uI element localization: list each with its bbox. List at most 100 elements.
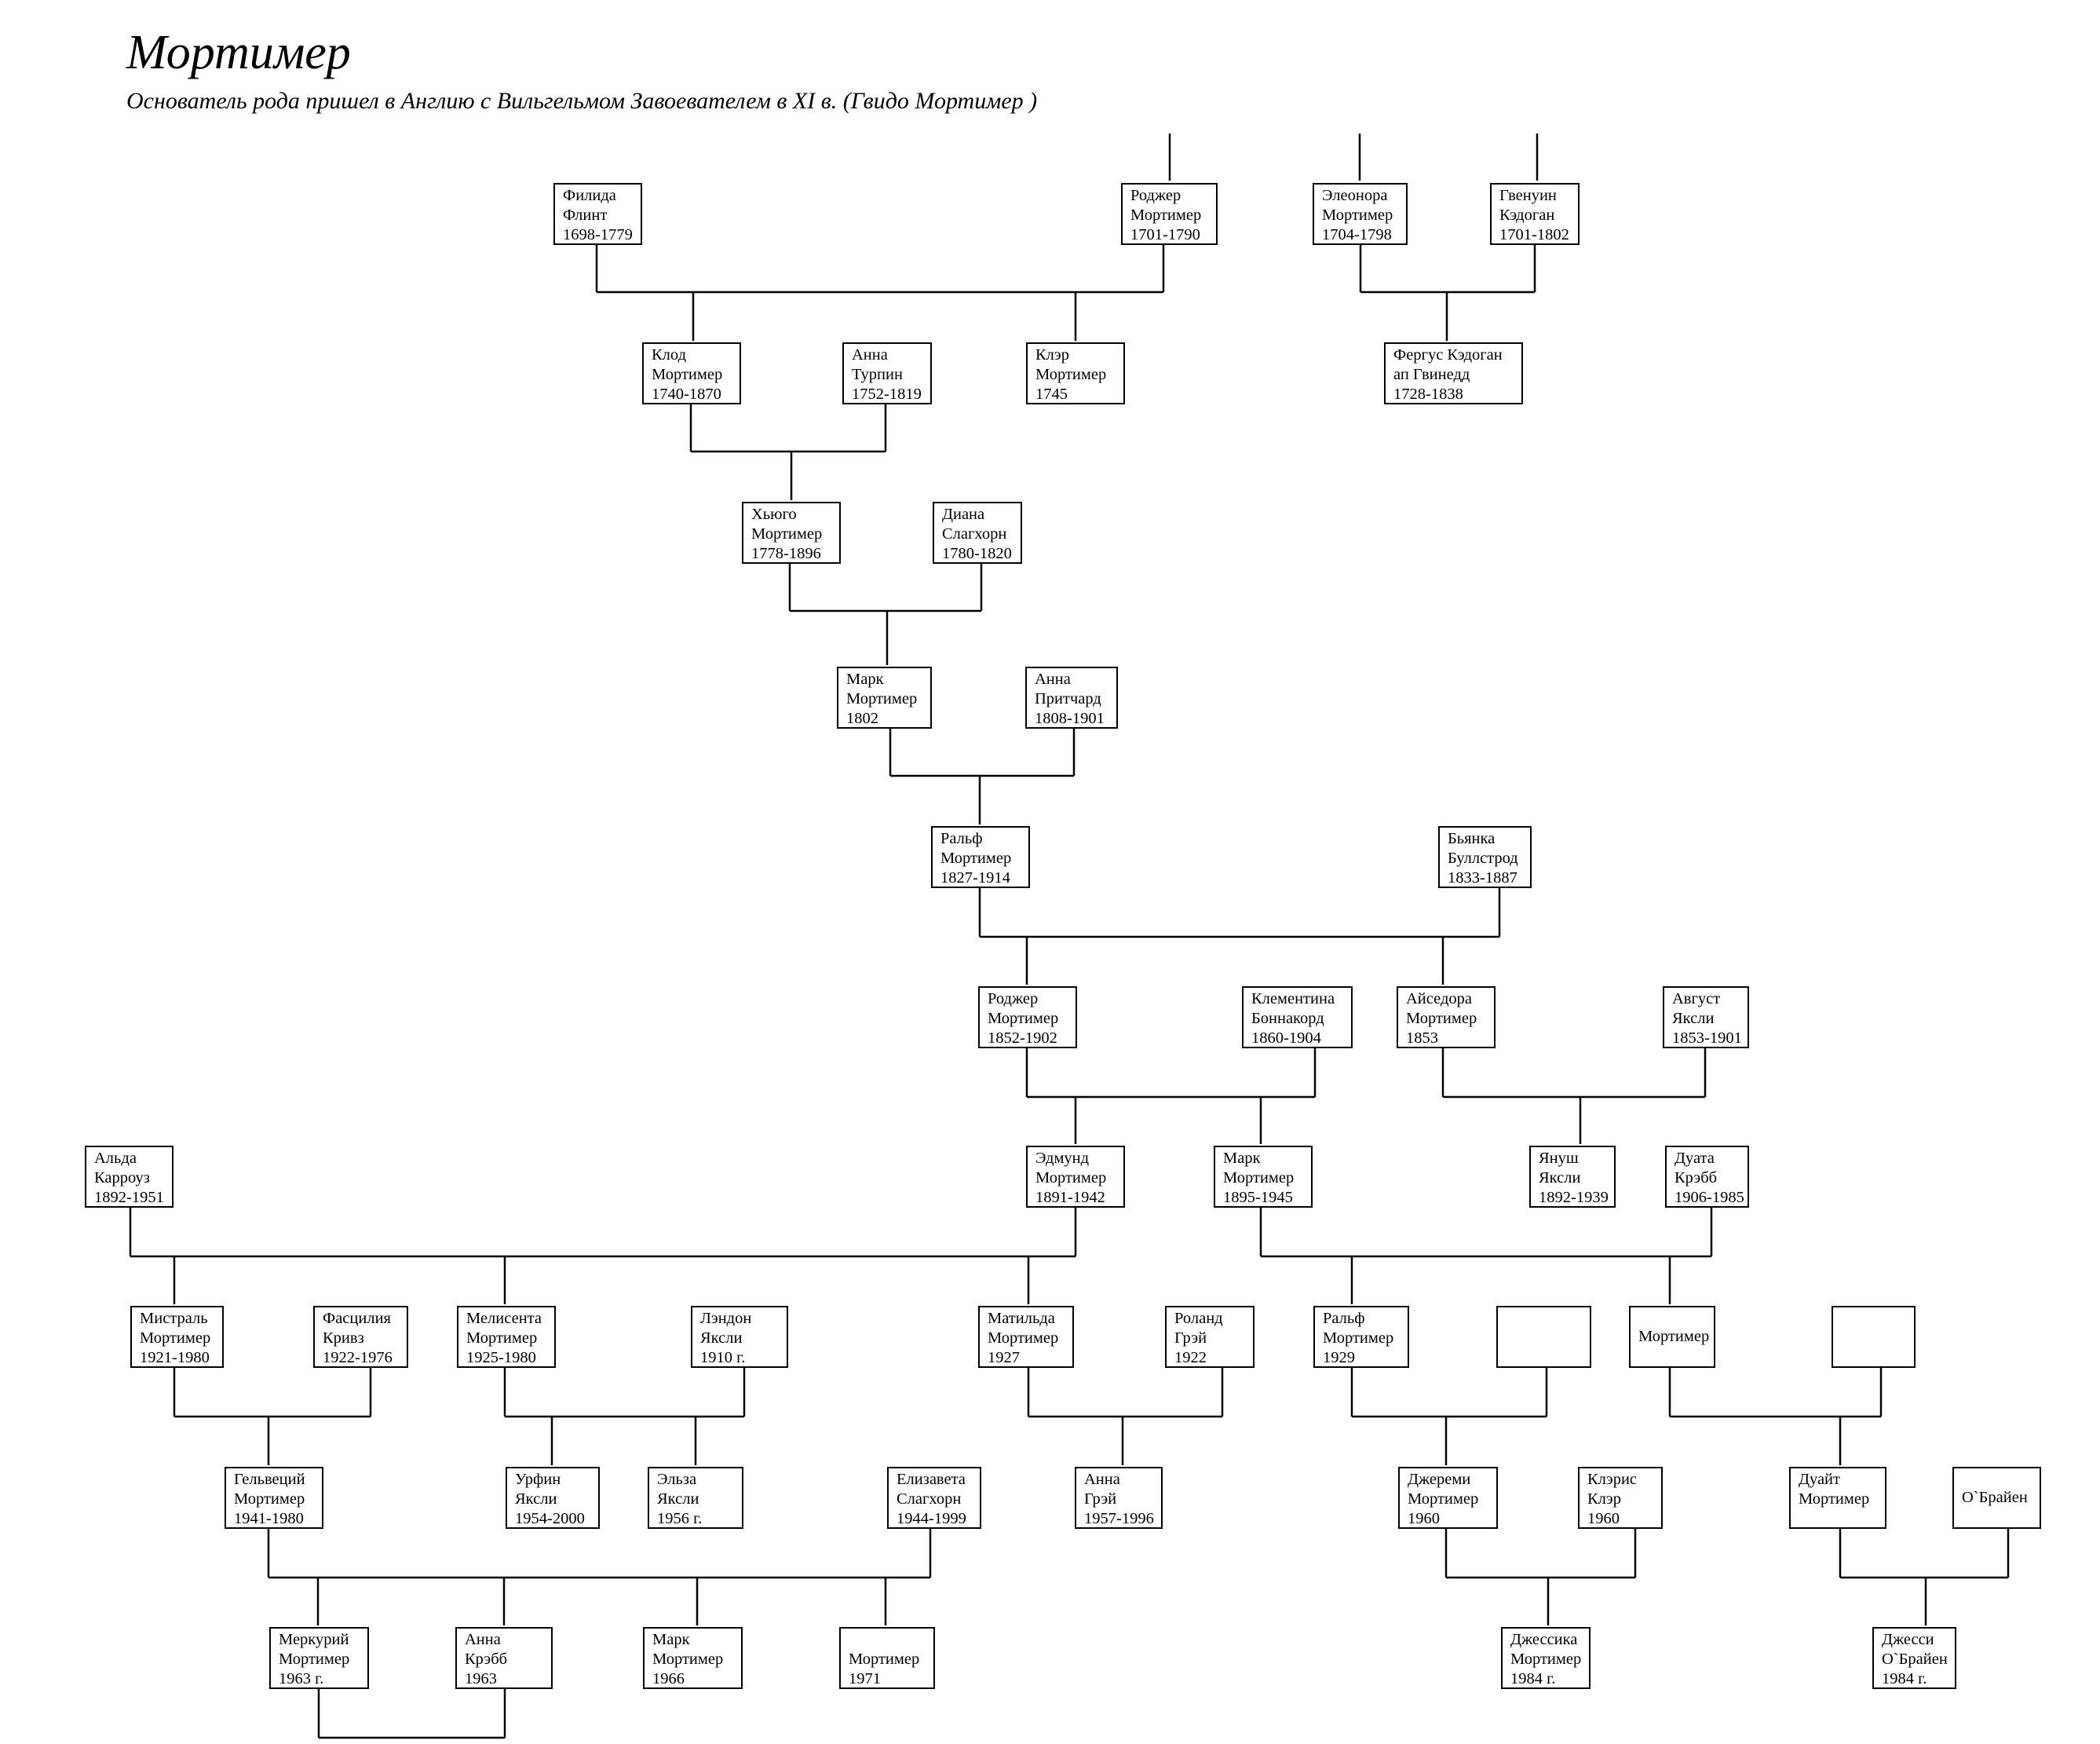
person-line: 1745 (1035, 386, 1068, 403)
person-line: 1852-1902 (988, 1029, 1057, 1047)
person-line: 1892-1939 (1539, 1189, 1609, 1206)
person-line: Мортимер (1408, 1490, 1479, 1508)
person-line: Гвенуин (1499, 187, 1557, 204)
person-line: Роджер (988, 990, 1039, 1007)
person-line: Мелисента (466, 1310, 542, 1327)
page-subtitle: Основатель рода пришел в Англию с Вильге… (126, 88, 1038, 114)
person-line: 1701-1790 (1130, 226, 1200, 243)
person-line: Мортимер (652, 1651, 724, 1668)
person-line: Яксли (700, 1329, 743, 1347)
person-line: Мортимер (1035, 1169, 1107, 1186)
person-line: ап Гвинедд (1393, 366, 1470, 383)
person-line: Мортимер (1223, 1169, 1295, 1186)
person-line: 1910 г. (700, 1349, 746, 1366)
person-line: Буллстрод (1448, 850, 1518, 867)
person-box-obraien: О`Брайен (1952, 1467, 2041, 1529)
person-line: 1895-1945 (1223, 1189, 1293, 1206)
person-box-mortimer-only: Мортимер (1629, 1306, 1715, 1368)
person-line: Кэдоган (1499, 207, 1555, 224)
person-line: 1698-1779 (563, 226, 633, 243)
person-line: Матильда (988, 1310, 1055, 1327)
person-line: Анна (852, 346, 888, 364)
person-line: Август (1672, 990, 1721, 1007)
person-line: Роланд (1174, 1310, 1223, 1327)
person-line: Мортимер (234, 1490, 305, 1508)
person-line: 1963 г. (279, 1670, 324, 1687)
person-line: Притчард (1035, 690, 1101, 707)
person-line: 1956 г. (657, 1510, 703, 1527)
person-line: 1925-1980 (466, 1349, 536, 1366)
person-line: 1966 (652, 1670, 685, 1687)
person-line: 1941-1980 (234, 1510, 304, 1527)
person-line: 1984 г. (1882, 1670, 1927, 1687)
person-line: Мортимер (466, 1329, 538, 1347)
person-line: Ральф (1323, 1310, 1365, 1327)
person-line: Дуайт (1799, 1471, 1840, 1488)
person-line: 1808-1901 (1035, 710, 1105, 727)
person-line: Лэндон (700, 1310, 752, 1327)
person-line: 1954-2000 (515, 1510, 585, 1527)
page-title: Мортимер (126, 26, 351, 79)
person-line: Мортимер (1406, 1010, 1477, 1027)
person-line: Мортимер (940, 850, 1012, 867)
connector-lines (129, 133, 2010, 1739)
person-line: Мистраль (140, 1310, 208, 1327)
person-line: 1984 г. (1510, 1670, 1556, 1687)
person-line: Мортимер (1130, 207, 1202, 224)
person-box-blank2 (1832, 1306, 1916, 1368)
person-line: 1802 (846, 710, 878, 727)
person-line: Марк (1223, 1150, 1261, 1167)
person-line: Грэй (1174, 1329, 1207, 1347)
person-line: Анна (1035, 671, 1071, 688)
person-line: Эдмунд (1035, 1150, 1090, 1167)
person-line: Эльза (657, 1471, 697, 1488)
person-line: Яксли (1672, 1010, 1715, 1027)
person-line: Яксли (1539, 1169, 1581, 1186)
person-line: Мортимер (1799, 1490, 1870, 1508)
person-line: Филида (563, 187, 616, 204)
person-line: 1922-1976 (323, 1349, 393, 1366)
person-line: Мортимер (1035, 366, 1107, 383)
person-line: Яксли (657, 1490, 699, 1508)
person-line: 1960 (1587, 1510, 1620, 1527)
person-line: Меркурий (279, 1631, 349, 1648)
person-line: Мортимер (1322, 207, 1393, 224)
person-line: Альда (94, 1150, 137, 1167)
person-line: Мортимер (652, 366, 723, 383)
person-line: Джессика (1510, 1631, 1578, 1648)
person-line: Турпин (852, 366, 903, 383)
person-line: Мортимер (1323, 1329, 1394, 1347)
person-line: 1827-1914 (940, 869, 1010, 887)
person-line: 1960 (1408, 1510, 1440, 1527)
person-line: Мортимер (140, 1329, 211, 1347)
person-line: Фергус Кэдоган (1393, 346, 1503, 364)
person-line: Клэр (1035, 346, 1069, 364)
